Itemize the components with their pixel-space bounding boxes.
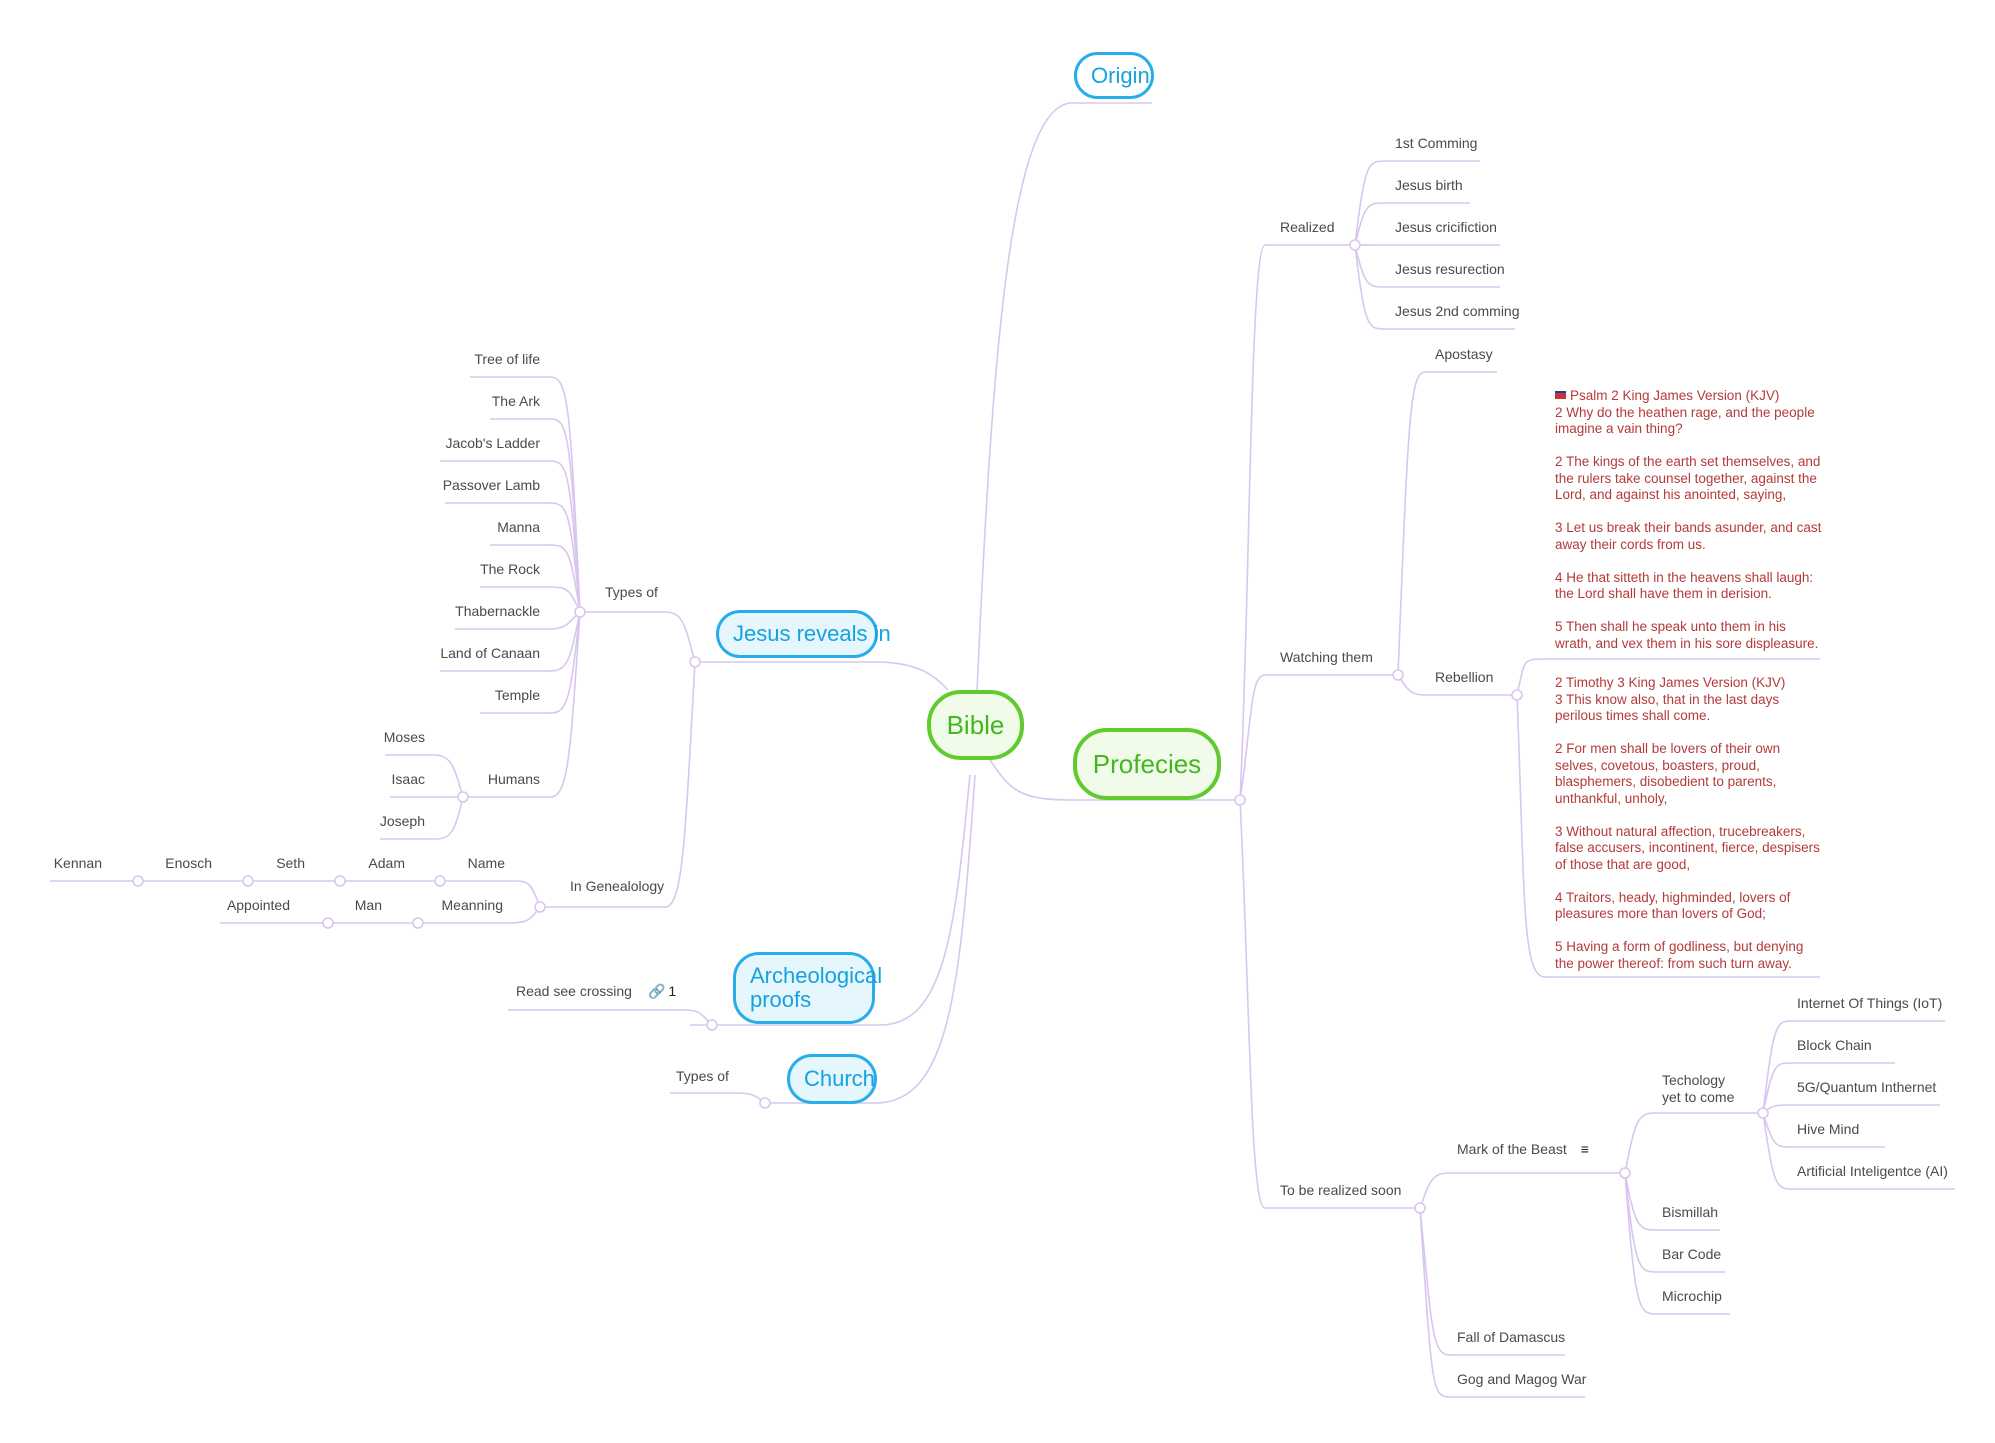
topic-origin[interactable]: Origin bbox=[1074, 52, 1154, 99]
note-timothy-3[interactable]: 2 Timothy 3 King James Version (KJV) 3 T… bbox=[1555, 675, 1820, 971]
node-type-item[interactable]: Manna bbox=[497, 519, 540, 535]
node-tech-item[interactable]: Internet Of Things (IoT) bbox=[1797, 995, 1943, 1011]
node-realized-item[interactable]: Jesus 2nd comming bbox=[1395, 303, 1520, 319]
node-meaning-chain[interactable]: Appointed bbox=[226, 897, 290, 913]
node-name-chain[interactable]: Adam bbox=[368, 855, 405, 871]
node-types-of[interactable]: Types of bbox=[605, 584, 658, 600]
node-gog-magog-war[interactable]: Gog and Magog War bbox=[1457, 1371, 1587, 1387]
read-see-crossing-label: Read see crossing bbox=[516, 983, 632, 999]
node-realized-item[interactable]: 1st Comming bbox=[1395, 135, 1478, 151]
node-realized-item[interactable]: Jesus cricifiction bbox=[1395, 219, 1497, 235]
node-name-chain[interactable]: Seth bbox=[276, 855, 305, 871]
node-mark-item[interactable]: Bar Code bbox=[1662, 1246, 1722, 1262]
node-human-item[interactable]: Joseph bbox=[379, 813, 425, 829]
node-watching-them[interactable]: Watching them bbox=[1280, 649, 1373, 665]
node-church-types-of[interactable]: Types of bbox=[676, 1068, 729, 1084]
node-mark-item[interactable]: Bismillah bbox=[1662, 1204, 1719, 1220]
mark-label: Mark of the Beast bbox=[1457, 1141, 1567, 1157]
node-humans[interactable]: Humans bbox=[487, 771, 540, 787]
topic-profecies[interactable]: Profecies bbox=[1073, 728, 1221, 800]
node-techology[interactable]: Techology yet to come bbox=[1662, 1072, 1735, 1105]
node-name-chain[interactable]: Enosch bbox=[165, 855, 212, 871]
node-name[interactable]: Name bbox=[467, 855, 505, 871]
node-realized-item[interactable]: Jesus resurection bbox=[1395, 261, 1505, 277]
node-human-item[interactable]: Moses bbox=[383, 729, 425, 745]
node-type-item[interactable]: The Ark bbox=[491, 393, 540, 409]
node-realized[interactable]: Realized bbox=[1280, 219, 1335, 235]
node-tech-item[interactable]: 5G/Quantum Inthernet bbox=[1797, 1079, 1937, 1095]
node-type-item[interactable]: Land of Canaan bbox=[440, 645, 540, 661]
link-icon[interactable]: 🔗 bbox=[647, 983, 666, 999]
node-tech-item[interactable]: Block Chain bbox=[1797, 1037, 1872, 1053]
node-type-item[interactable]: The Rock bbox=[480, 561, 540, 577]
node-type-item[interactable]: Thabernackle bbox=[455, 603, 540, 619]
node-type-item[interactable]: Tree of life bbox=[474, 351, 540, 367]
link-count: 1 bbox=[668, 983, 677, 999]
node-name-chain[interactable]: Kennan bbox=[53, 855, 102, 871]
node-meaning-chain[interactable]: Man bbox=[354, 897, 382, 913]
node-realized-item[interactable]: Jesus birth bbox=[1395, 177, 1463, 193]
node-mark-item[interactable]: Microchip bbox=[1662, 1288, 1722, 1304]
note-psalm-2[interactable]: Psalm 2 King James Version (KJV) 2 Why d… bbox=[1555, 388, 1825, 652]
node-type-item[interactable]: Temple bbox=[494, 687, 540, 703]
node-type-item[interactable]: Jacob's Ladder bbox=[445, 435, 540, 451]
note-psalm-body: 2 Why do the heathen rage, and the peopl… bbox=[1555, 404, 1822, 651]
central-topic-bible[interactable]: Bible bbox=[927, 690, 1024, 760]
node-fall-of-damascus[interactable]: Fall of Damascus bbox=[1457, 1329, 1566, 1345]
node-human-item[interactable]: Isaac bbox=[391, 771, 425, 787]
node-apostasy[interactable]: Apostasy bbox=[1435, 346, 1493, 362]
topic-archeological-proofs[interactable]: Archeological proofs bbox=[733, 952, 882, 1024]
topic-jesus-reveals-in[interactable]: Jesus reveals in bbox=[716, 610, 891, 658]
node-mark-of-the-beast[interactable]: Mark of the Beast ≡ bbox=[1457, 1141, 1589, 1158]
topic-church[interactable]: Church bbox=[787, 1054, 877, 1104]
flag-icon bbox=[1555, 391, 1566, 399]
node-tech-item[interactable]: Artificial Inteligentce (AI) bbox=[1797, 1163, 1948, 1179]
node-to-be-realized-soon[interactable]: To be realized soon bbox=[1280, 1182, 1402, 1198]
node-tech-item[interactable]: Hive Mind bbox=[1797, 1121, 1860, 1137]
node-rebellion[interactable]: Rebellion bbox=[1435, 669, 1494, 685]
node-read-see-crossing[interactable]: Read see crossing 🔗1 bbox=[516, 983, 676, 1000]
notes-icon[interactable]: ≡ bbox=[1580, 1141, 1589, 1157]
node-in-genealogy[interactable]: In Genealology bbox=[570, 878, 665, 894]
node-meaning[interactable]: Meanning bbox=[441, 897, 504, 913]
note-psalm-heading: Psalm 2 King James Version (KJV) bbox=[1570, 388, 1780, 403]
node-type-item[interactable]: Passover Lamb bbox=[442, 477, 540, 493]
